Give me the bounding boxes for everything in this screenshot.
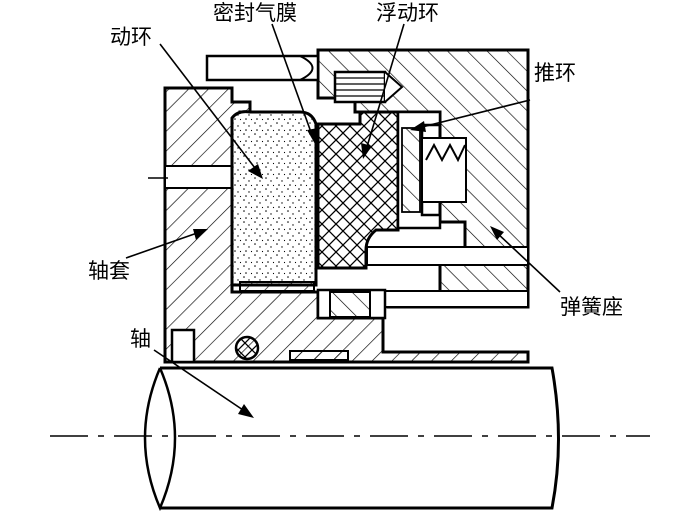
label-sealing-gas-film: 密封气膜 [213,1,297,25]
flange-plate [205,54,320,82]
push-ring-body [396,110,442,230]
set-screw [333,70,404,104]
leader-push-ring [410,99,531,132]
leader-rotating-ring [159,43,263,179]
anti-rotation-pin [316,288,387,320]
rotating-ring-body [230,110,318,292]
floating-ring-body [316,110,400,270]
leader-shaft-sleeve [125,229,208,259]
leader-shaft [153,349,254,418]
shaft-body [50,366,650,512]
label-floating-ring: 浮动环 [376,1,439,25]
o-ring [234,335,260,361]
label-shaft-sleeve: 轴套 [88,259,130,283]
sleeve-pin [170,328,196,364]
label-rotating-ring: 动环 [110,25,152,49]
gasket-strip [289,350,349,361]
leader-sealing-gas-film [271,23,318,144]
leader-spring-seat [490,226,561,293]
spring [421,137,467,203]
label-push-ring: 推环 [534,61,576,85]
label-spring-seat: 弹簧座 [560,295,623,319]
label-shaft: 轴 [130,327,151,351]
leader-floating-ring [361,23,405,159]
